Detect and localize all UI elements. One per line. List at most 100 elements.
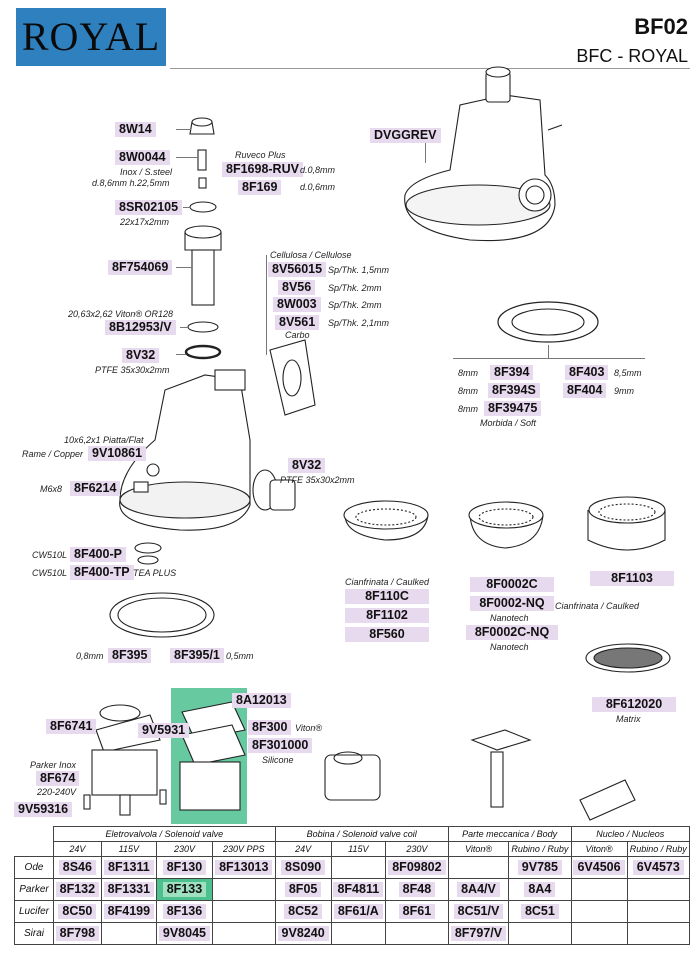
part-code: 8W14 (115, 122, 156, 137)
subheader: 115V (100, 841, 157, 857)
part-cell: 8F133 (155, 878, 213, 901)
part-code: 9V59316 (14, 802, 73, 817)
part-cell: 8F48 (385, 878, 449, 901)
part-note: Cianfrinata / Caulked (345, 577, 430, 587)
leader-line (176, 267, 192, 268)
part-cell (211, 922, 276, 945)
part-note: 8mm (458, 404, 478, 414)
part-code: 8F560 (345, 627, 429, 642)
part-code: 8F754069 (108, 260, 173, 275)
part-note: 220-240V (37, 787, 77, 797)
part-code: 9V8045 (158, 926, 210, 941)
subheader: Rubino / Ruby (508, 841, 572, 857)
part-note: 0,8mm (76, 651, 104, 661)
part-cell (570, 922, 628, 945)
part-cell (626, 900, 691, 923)
logo-text: ROYAL (21, 14, 161, 59)
part-code: 8F301000 (248, 738, 313, 753)
part-code: 8A4 (524, 882, 556, 897)
part-code: 8F0002C (470, 577, 554, 592)
part-note: Morbida / Soft (480, 418, 537, 428)
part-note: Matrix (616, 714, 641, 724)
part-code: 6V4506 (573, 860, 625, 875)
part-cell: 8F136 (155, 900, 213, 923)
part-cell: 8F1331 (100, 878, 157, 901)
leader-line (425, 143, 426, 163)
part-cell: 8C52 (274, 900, 332, 923)
part-code: 8C52 (284, 904, 323, 919)
part-cell (211, 900, 276, 923)
part-cell: 8F797/V (447, 922, 510, 945)
part-code: 8F61/A (333, 904, 383, 919)
brand-cell: Parker (14, 878, 54, 901)
part-cell: 8F13013 (211, 856, 276, 879)
leader-line (176, 157, 198, 158)
part-note: CW510L (32, 568, 68, 578)
part-note: Viton® (295, 723, 322, 733)
group-header: Nucleo / Nucleos (570, 826, 691, 842)
part-cell: 8F130 (155, 856, 213, 879)
part-cell: 8C51 (508, 900, 572, 923)
part-cell: 8F61 (385, 900, 449, 923)
part-code: 8F136 (162, 904, 207, 919)
part-code: 8V32 (122, 348, 160, 363)
part-code: 8F612020 (592, 697, 676, 712)
part-note: Parker Inox (30, 760, 77, 770)
part-note: 10x6,2x1 Piatta/Flat (64, 435, 144, 445)
part-cell: 9V8045 (155, 922, 213, 945)
group-header: Bobina / Solenoid valve coil (274, 826, 449, 842)
part-code: 9V5931 (138, 723, 190, 738)
part-code: 9V10861 (88, 446, 147, 461)
part-cell: 8F798 (53, 922, 102, 945)
page-subtitle: BFC - ROYAL (576, 46, 688, 66)
group-header: Parte meccanica / Body (447, 826, 572, 842)
part-code: 8F1102 (345, 608, 429, 623)
part-cell (570, 878, 628, 901)
part-code: 8SR02105 (115, 200, 183, 215)
part-cell (100, 922, 157, 945)
part-note: 22x17x2mm (120, 217, 170, 227)
part-code: 8F395/1 (170, 648, 224, 663)
part-cell: 8C51/V (447, 900, 510, 923)
part-code: 8F300 (248, 720, 292, 735)
part-cell: 8S090 (274, 856, 332, 879)
part-note: Sp/Thk. 1,5mm (328, 265, 390, 275)
part-cell (211, 878, 276, 901)
part-note: 8mm (458, 386, 478, 396)
part-code: 9V8240 (277, 926, 329, 941)
part-cell: 6V4573 (626, 856, 691, 879)
brand-cell: Sirai (14, 922, 54, 945)
part-cell: 8C50 (53, 900, 102, 923)
part-code: 8F169 (238, 180, 282, 195)
part-code: 8F13013 (215, 860, 273, 875)
part-cell: 8F05 (274, 878, 332, 901)
table-group-row: Eletrovalvola / Solenoid valve Bobina / … (15, 826, 691, 842)
part-note: Cellulosa / Cellulose (270, 250, 352, 260)
part-cell (570, 900, 628, 923)
part-code: 8F110C (345, 589, 429, 604)
part-code: 8S090 (281, 860, 326, 875)
part-note: d.0,6mm (300, 182, 336, 192)
part-code: 8F394 (490, 365, 534, 380)
part-note: Inox / S.steel (120, 167, 173, 177)
part-cell (626, 878, 691, 901)
part-cell (330, 922, 387, 945)
part-code: 6V4573 (632, 860, 684, 875)
header-rule (170, 68, 690, 69)
subheader: 230V (385, 841, 449, 857)
part-note: Sp/Thk. 2mm (328, 300, 382, 310)
part-code: 8F1331 (103, 882, 155, 897)
part-note: 9mm (614, 386, 634, 396)
part-note: CW510L (32, 550, 68, 560)
part-code: 8F400-TP (70, 565, 134, 580)
part-code: 8F133 (162, 882, 207, 897)
table-subheader-row: 24V 115V 230V 230V PPS 24V 115V 230V Vit… (15, 841, 691, 857)
part-note: d.8,6mm h.22,5mm (92, 178, 170, 188)
part-code: 8F39475 (484, 401, 542, 416)
part-code: 8F61 (398, 904, 436, 919)
